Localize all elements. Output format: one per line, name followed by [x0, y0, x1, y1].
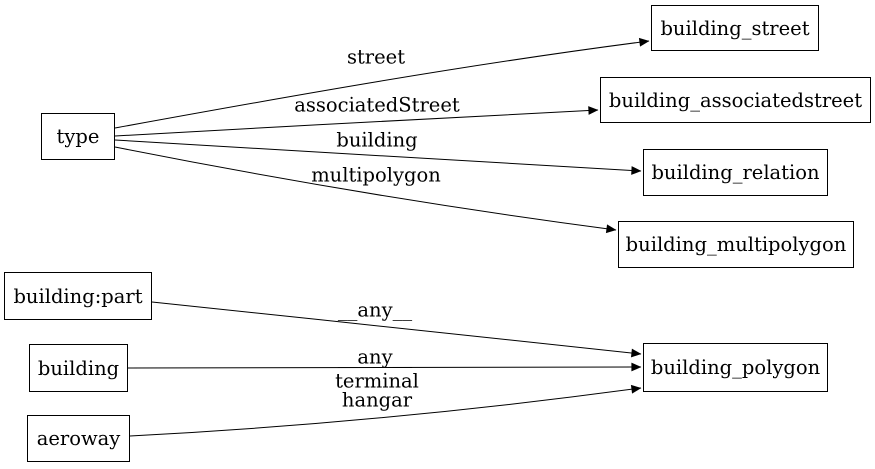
node-building_associatedstreet-label: building_associatedstreet [608, 88, 863, 112]
edge-label-associatedStreet: associatedStreet [294, 93, 460, 117]
edge-type-building_multipolygon [114, 146, 617, 234]
node-building_relation: building_relation [643, 149, 828, 196]
node-building_relation-label: building_relation [651, 161, 820, 184]
node-building: building [29, 344, 128, 392]
edge-label-terminal: terminal [335, 369, 419, 393]
edge-building-building_polygon [127, 362, 642, 372]
node-building-part: building:part [4, 272, 152, 320]
node-building_multipolygon-label: building_multipolygon [625, 233, 847, 256]
edge-label-any-buildingpart: __any__ [337, 298, 413, 322]
node-aeroway-label: aeroway [36, 427, 121, 450]
node-type: type [41, 113, 115, 160]
edge-type-building_street [114, 37, 650, 129]
node-aeroway: aeroway [27, 415, 130, 462]
node-building-label: building [37, 356, 120, 380]
edge-buildingpart-building_polygon [151, 301, 642, 358]
node-building_street-label: building_street [660, 16, 810, 40]
edge-label-any-building: __any__ [337, 345, 413, 369]
node-type-label: type [56, 125, 100, 148]
node-building_street: building_street [651, 5, 819, 51]
edge-type-building_relation [114, 139, 642, 175]
node-building_polygon: building_polygon [643, 343, 828, 392]
node-building_polygon-label: building_polygon [650, 356, 821, 379]
edge-type-building_associatedstreet [114, 106, 599, 137]
node-building_associatedstreet: building_associatedstreet [600, 77, 871, 123]
edge-label-building: building [336, 128, 418, 152]
node-building-part-label: building:part [13, 284, 143, 308]
edge-label-multipolygon: multipolygon [311, 163, 441, 187]
edge-aeroway-building_polygon [129, 384, 642, 437]
node-building_multipolygon: building_multipolygon [618, 221, 854, 268]
edge-label-street: street [346, 45, 406, 69]
edge-label-hangar: hangar [341, 388, 413, 412]
